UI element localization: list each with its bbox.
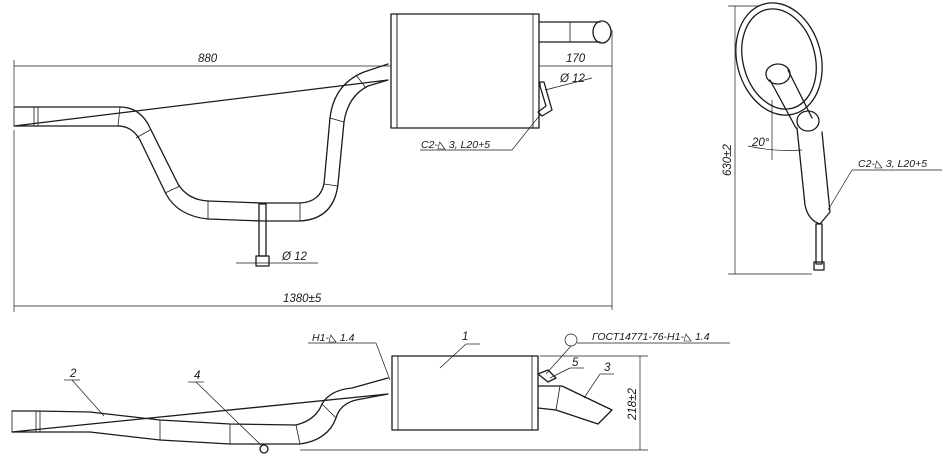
top-hanger-center — [258, 203, 267, 257]
side-height: 218±2 — [627, 388, 639, 421]
end-outlet-pipe — [796, 110, 820, 132]
end-weld-note: С2-◺ 3, L20+5 — [858, 158, 927, 170]
leader-line — [511, 114, 541, 151]
leader-line — [827, 169, 853, 211]
top-pipe-seam — [164, 185, 181, 194]
leader-line — [71, 379, 105, 417]
leader-line — [583, 373, 601, 399]
side-bracket — [537, 369, 557, 383]
top-outlet-end — [592, 20, 612, 44]
callout-2: 2 — [69, 368, 77, 380]
side-pipe-seam — [555, 385, 561, 411]
top-pipe-seam — [323, 183, 339, 187]
side-view: Н1-◺ 1.4 1 2 4 ГОСТ14771-76-Н1-◺ 1.4 5 3… — [11, 331, 730, 454]
side-pipe-outline — [11, 377, 389, 445]
callout-1: 1 — [462, 331, 468, 343]
callout-4: 4 — [194, 370, 200, 382]
dim-dia-center: Ø 12 — [281, 251, 308, 263]
top-muffler-inner — [396, 13, 534, 129]
leader-line — [549, 367, 571, 379]
side-weld-note-left: Н1-◺ 1.4 — [312, 332, 355, 344]
dim-total-length: 1380±5 — [283, 293, 322, 305]
side-muffler-inner — [397, 355, 533, 431]
end-hanger-pad — [813, 261, 825, 271]
angle-arc — [747, 145, 803, 151]
weld-around-symbol — [564, 333, 578, 347]
top-pipe-seam — [117, 106, 121, 127]
side-pipe-seam — [295, 424, 301, 445]
top-pipe-seam — [355, 74, 367, 89]
top-pipe-seam — [135, 129, 151, 139]
side-pipe-seam — [321, 403, 337, 419]
top-outlet-pipe — [538, 21, 601, 43]
leader-line — [439, 343, 467, 369]
side-muffler-body — [391, 355, 539, 431]
leader-line — [545, 345, 572, 375]
callout-5: 5 — [572, 357, 579, 369]
end-hanger — [815, 223, 823, 265]
leader-line — [375, 342, 391, 381]
top-muffler-body — [390, 13, 540, 129]
top-hanger-right — [537, 81, 553, 117]
top-pipe-outline — [13, 63, 389, 222]
end-muffler-inner — [741, 8, 817, 110]
dim-dia-right: Ø 12 — [559, 73, 586, 85]
side-standard-note: ГОСТ14771-76-Н1-◺ 1.4 — [592, 331, 710, 343]
leader-line — [544, 77, 593, 91]
end-pipe-run — [769, 69, 813, 129]
end-angle: 20° — [751, 137, 770, 149]
leader-line — [195, 381, 263, 447]
side-hanger-bottom — [259, 444, 269, 454]
callout-3: 3 — [604, 362, 611, 374]
end-muffler-outer — [735, 2, 823, 116]
end-inlet-pipe — [765, 63, 791, 85]
dim-170: 170 — [566, 53, 586, 65]
top-hanger-center-pad — [255, 255, 270, 267]
end-view: 20° 630±2 С2-◺ 3, L20+5 — [722, 2, 942, 275]
top-pipe-seam — [329, 117, 345, 123]
top-view: 880 170 Ø 12 С2-◺ 3, L20+5 Ø 12 1380±5 — [13, 13, 613, 312]
dim-880: 880 — [198, 53, 218, 65]
end-height: 630±2 — [722, 144, 734, 176]
end-tailpipe — [796, 127, 831, 225]
top-weld-note: С2-◺ 3, L20+5 — [421, 139, 490, 151]
side-tailpipe — [537, 385, 613, 425]
